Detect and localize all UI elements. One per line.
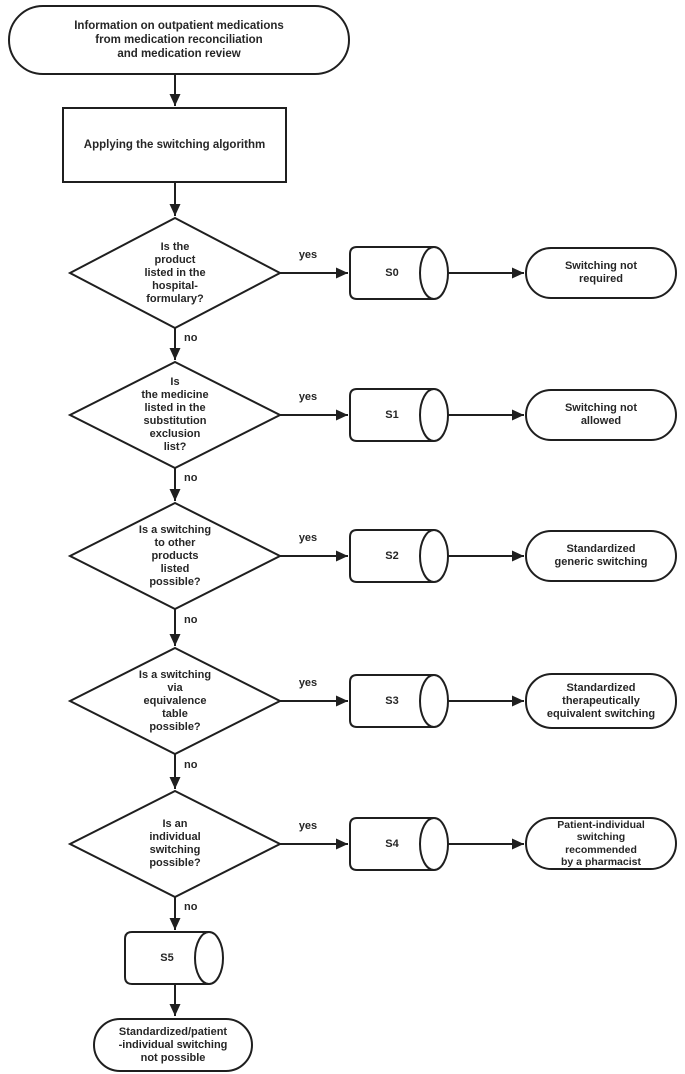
outcome-node-s3: Standardized therapeutically equivalent …	[525, 673, 677, 729]
decision-diamond-2	[67, 360, 283, 470]
yes-label-1: yes	[298, 249, 318, 261]
step-label-s0: S0	[385, 267, 399, 279]
decision-diamond-1	[67, 216, 283, 330]
process-node: Applying the switching algorithm	[62, 107, 287, 183]
start-node: Information on outpatient medications fr…	[8, 5, 350, 75]
start-label: Information on outpatient medications fr…	[74, 20, 284, 60]
step-cylinder-s5	[124, 931, 224, 985]
decision-diamond-4	[67, 646, 283, 756]
step-label-s1: S1	[385, 409, 399, 421]
step-cylinder-s4	[349, 817, 449, 871]
yes-label-4: yes	[298, 677, 318, 689]
yes-label-2: yes	[298, 391, 318, 403]
step-cylinder-s3	[349, 674, 449, 728]
final-outcome-node: Standardized/patient -individual switchi…	[93, 1018, 253, 1072]
step-cylinder-s1	[349, 388, 449, 442]
decision-label-1: Is the product listed in the hospital- f…	[144, 240, 206, 305]
no-label-4: no	[184, 759, 198, 771]
no-label-3: no	[184, 614, 198, 626]
no-label-5: no	[184, 901, 198, 913]
outcome-label-s1: Switching not allowed	[564, 402, 638, 427]
process-label: Applying the switching algorithm	[83, 139, 266, 151]
outcome-label-s0: Switching not required	[564, 260, 638, 285]
decision-label-3: Is a switching to other products listed …	[138, 523, 212, 588]
yes-label-5: yes	[298, 820, 318, 832]
decision-label-4: Is a switching via equivalence table pos…	[138, 668, 212, 733]
decision-diamond-3	[67, 501, 283, 611]
step-cylinder-s2	[349, 529, 449, 583]
decision-label-5: Is an individual switching possible?	[149, 818, 201, 869]
outcome-node-s0: Switching not required	[525, 247, 677, 299]
decision-diamond-5	[67, 789, 283, 899]
outcome-node-s1: Switching not allowed	[525, 389, 677, 441]
no-label-2: no	[184, 472, 198, 484]
decision-label-2: Is the medicine listed in the substituti…	[141, 376, 209, 453]
outcome-label-s3: Standardized therapeutically equivalent …	[546, 681, 656, 720]
outcome-node-s4: Patient-individual switching recommended…	[525, 817, 677, 870]
yes-label-3: yes	[298, 532, 318, 544]
no-label-1: no	[184, 332, 198, 344]
step-label-s4: S4	[385, 838, 399, 850]
step-label-s2: S2	[385, 550, 399, 562]
step-label-s5: S5	[160, 952, 174, 964]
final-outcome-label: Standardized/patient -individual switchi…	[118, 1025, 228, 1064]
step-cylinder-s0	[349, 246, 449, 300]
outcome-label-s4: Patient-individual switching recommended…	[557, 818, 645, 869]
step-label-s3: S3	[385, 695, 399, 707]
outcome-label-s2: Standardized generic switching	[554, 543, 648, 568]
outcome-node-s2: Standardized generic switching	[525, 530, 677, 582]
